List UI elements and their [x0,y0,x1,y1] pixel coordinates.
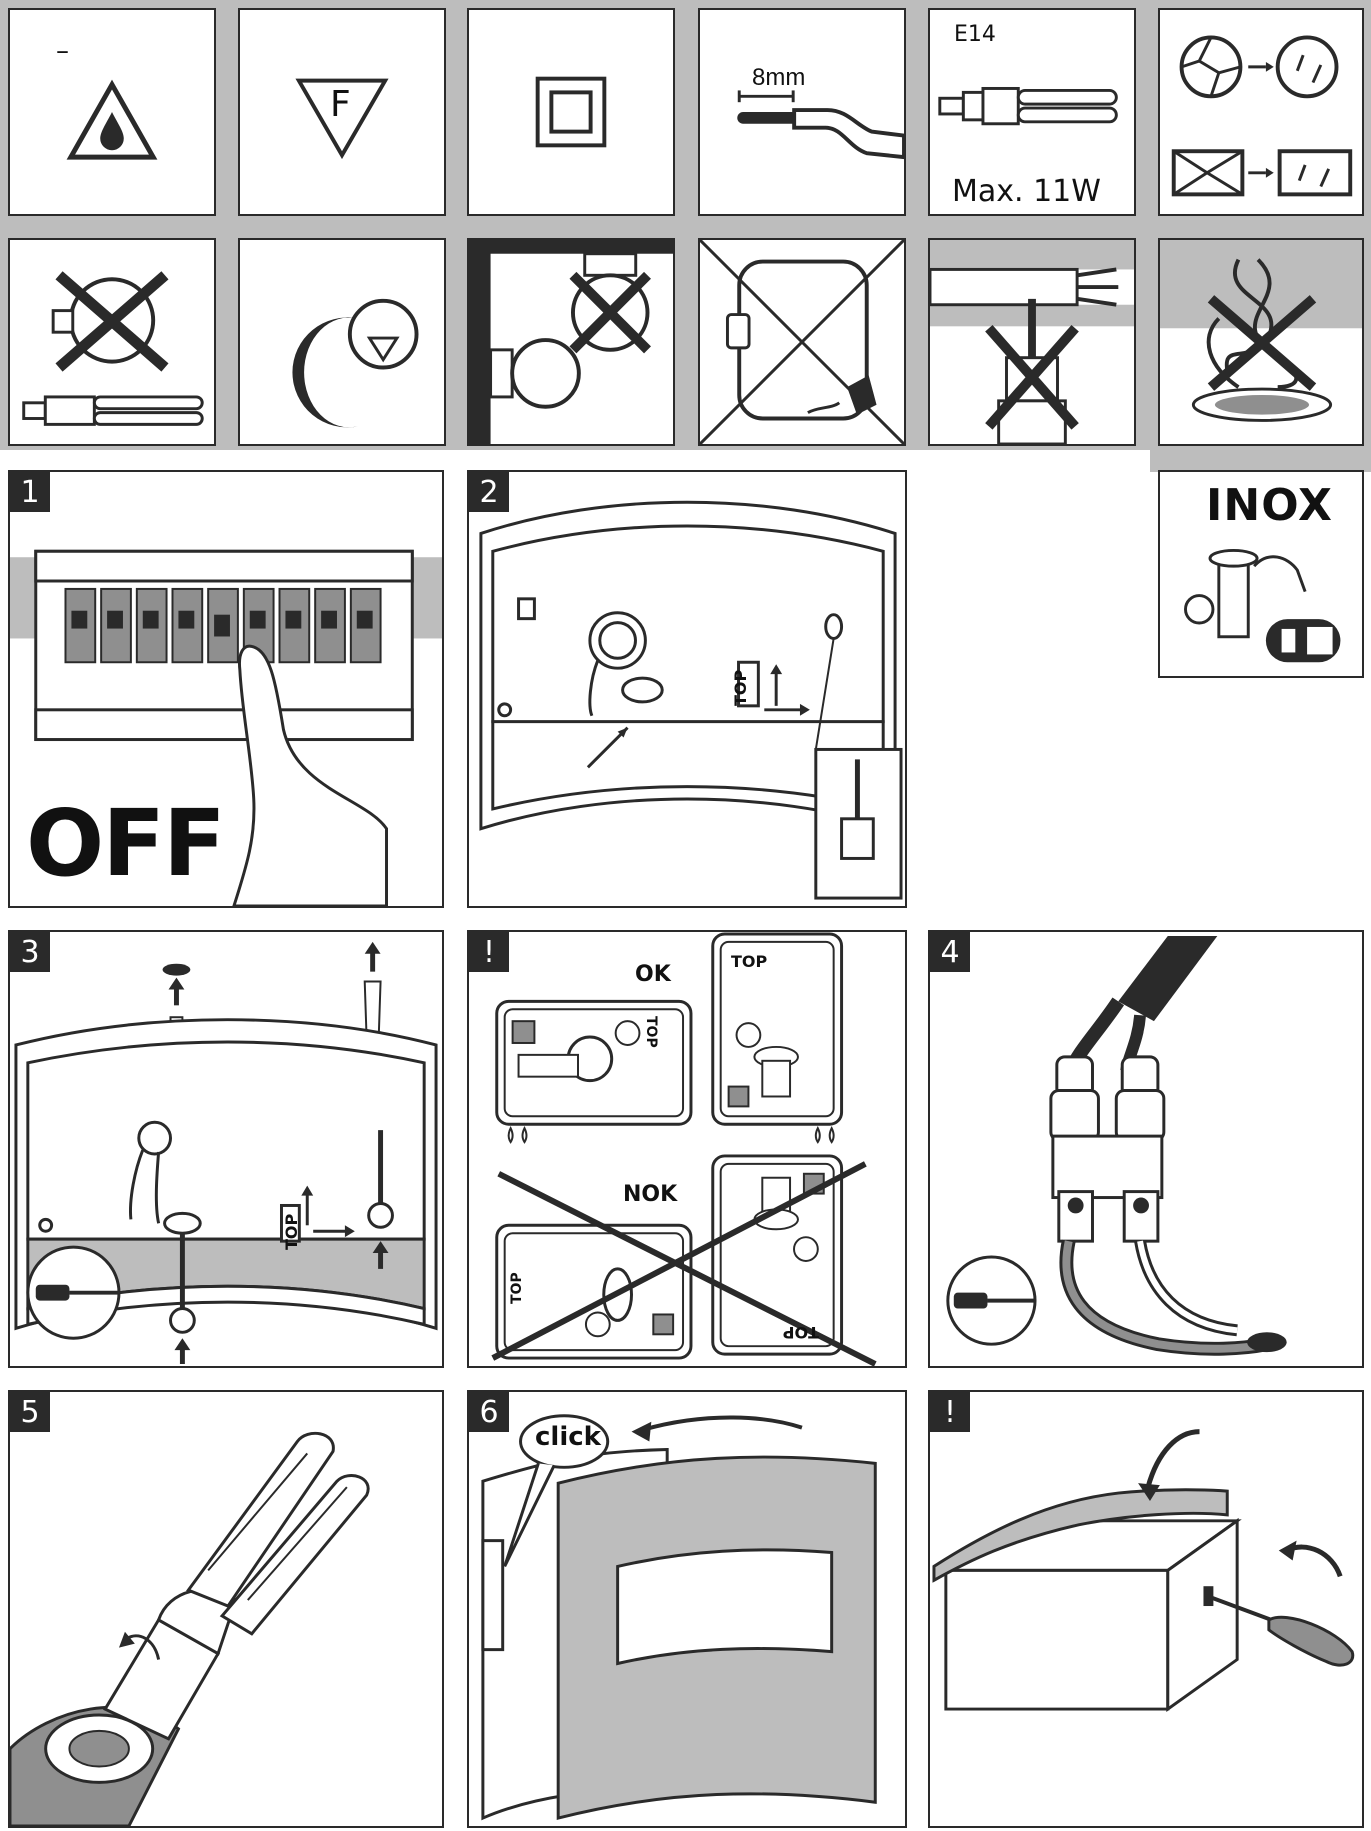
symbol-f-mark: F [238,8,446,216]
water-drop-warning-icon [66,79,158,160]
step-1-panel: 1 [8,470,444,908]
top-label-nok-portrait: TOP [782,1323,819,1342]
double-insulation-icon [535,76,607,148]
step-number: 4 [930,932,970,972]
symbol-tangled-wire [1158,238,1364,446]
top-label-ok-landscape: TOP [643,1016,659,1048]
wall-ceiling-mount-icon [469,240,673,444]
symbol-band [0,0,1371,450]
inox-care-box: INOX [1158,470,1364,678]
symbol-e14-bulb: E14 Max. 11W [928,8,1136,216]
top-label: TOP [731,669,750,706]
symbol-no-incandescent [8,238,216,446]
step-number: 2 [469,472,509,512]
step-number: 3 [10,932,50,972]
symbol-wall-ceiling [467,238,675,446]
stainless-clean-icon [1184,548,1341,663]
no-cord-switch-icon [700,240,904,444]
step-3-panel: 3 [8,930,444,1368]
step-number: 5 [10,1392,50,1432]
symbol-double-insulation [467,8,675,216]
step-4-panel: 4 [928,930,1364,1368]
step-2-panel: 2 TOP [467,470,907,908]
inox-label: INOX [1206,480,1333,531]
top-label-ok-portrait: TOP [731,952,768,971]
drill-cable-warning-icon [930,240,1134,444]
warning-number: ! [930,1392,970,1432]
cover-removal-warning-panel: ! [928,1390,1364,1828]
symbol-broken-glass [1158,8,1364,216]
inox-band [1150,450,1371,472]
step-number: 6 [469,1392,509,1432]
no-tangled-wire-icon [1160,240,1362,422]
click-label: click [535,1422,601,1452]
step-6-panel: 6 click [467,1390,907,1828]
symbol-distance [238,238,446,446]
no-incandescent-icon [22,271,204,426]
top-label-nok-landscape: TOP [509,1272,525,1304]
dash-label: – [56,36,69,66]
symbol-water-warning: – [8,8,216,216]
nok-label: NOK [623,1182,678,1207]
bulb-insert-illustration [10,1431,370,1826]
symbol-wire-strip: 8mm [698,8,906,216]
broken-glass-replace-icon [1171,35,1353,197]
step-5-panel: 5 [8,1390,444,1828]
ok-label: OK [635,962,671,987]
symbol-no-cord-switch [698,238,906,446]
cover-removal-illustration [932,1429,1355,1712]
distance-icon [292,298,419,428]
symbol-drill-cable [928,238,1136,446]
wall-box-mounting-illustration [479,500,903,900]
socket-label: E14 [954,22,996,47]
f-mark-label: F [330,84,351,125]
top-label: TOP [282,1213,301,1250]
max-power-label: Max. 11W [952,174,1101,209]
screw-fixing-illustration [14,941,438,1365]
warning-number: ! [469,932,509,972]
cover-click-illustration [481,1414,877,1821]
terminal-block-illustration [946,935,1287,1356]
orientation-illustration [491,932,877,1366]
f-mark-icon [295,78,389,160]
wire-strip-icon [737,90,904,160]
wire-strip-label: 8mm [752,64,806,91]
step-number: 1 [10,472,50,512]
off-label: OFF [26,790,226,897]
orientation-warning-panel: ! [467,930,907,1368]
breaker-panel-illustration [10,549,442,906]
e14-bulb-icon [938,86,1118,126]
